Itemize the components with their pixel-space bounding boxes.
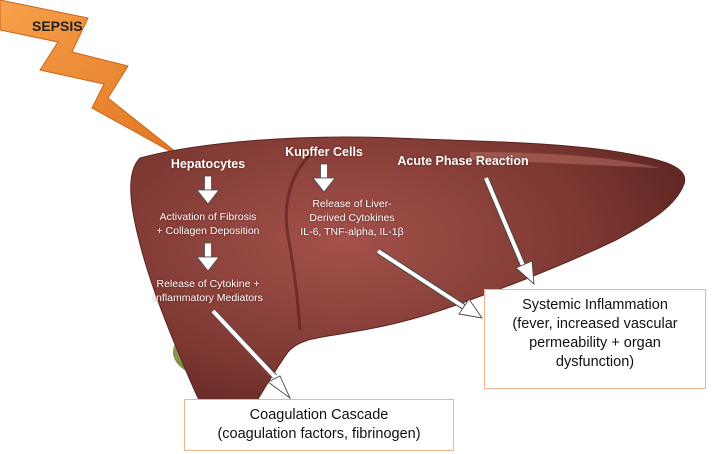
cytokine-release-text: Release of Cytokine + Inflammatory Media…: [153, 278, 263, 304]
sepsis-label: SEPSIS: [32, 18, 83, 34]
systemic-inflammation-line-4: dysfunction): [555, 354, 635, 370]
arrow-to-systemic-from-acute: [483, 176, 535, 286]
kupffer-cells-title: Kupffer Cells: [285, 145, 363, 159]
liver-highlight: [470, 152, 660, 168]
systemic-inflammation-line-3: permeability + organ: [529, 335, 661, 351]
arrow-to-coagulation: [211, 308, 292, 400]
systemic-inflammation-line-1: Systemic Inflammation: [522, 297, 668, 313]
hepatocytes-title: Hepatocytes: [170, 157, 246, 171]
coagulation-cascade-box: Coagulation Cascade (coagulation factors…: [184, 399, 454, 451]
hepatocytes-arrow-1: [196, 175, 220, 205]
coagulation-cascade-line-1: Coagulation Cascade: [249, 407, 389, 423]
systemic-inflammation-line-2: (fever, increased vascular: [512, 316, 678, 332]
liver-shape: [130, 136, 686, 436]
liver-lobe-division: [284, 146, 319, 331]
lightning-bolt-icon: [0, 0, 187, 161]
systemic-inflammation-box: Systemic Inflammation (fever, increased …: [484, 289, 706, 389]
arrow-to-systemic-from-kupffer: [376, 248, 483, 319]
fibrosis-activation-text: Activation of Fibrosis + Collagen Deposi…: [156, 211, 260, 237]
liver-cytokines-text: Release of Liver- Derived Cytokines IL-6…: [300, 198, 404, 238]
coagulation-cascade-line-2: (coagulation factors, fibrinogen): [217, 426, 421, 442]
kupffer-arrow: [312, 163, 336, 193]
hepatocytes-arrow-2: [196, 242, 220, 272]
acute-phase-title: Acute Phase Reaction: [397, 154, 529, 168]
